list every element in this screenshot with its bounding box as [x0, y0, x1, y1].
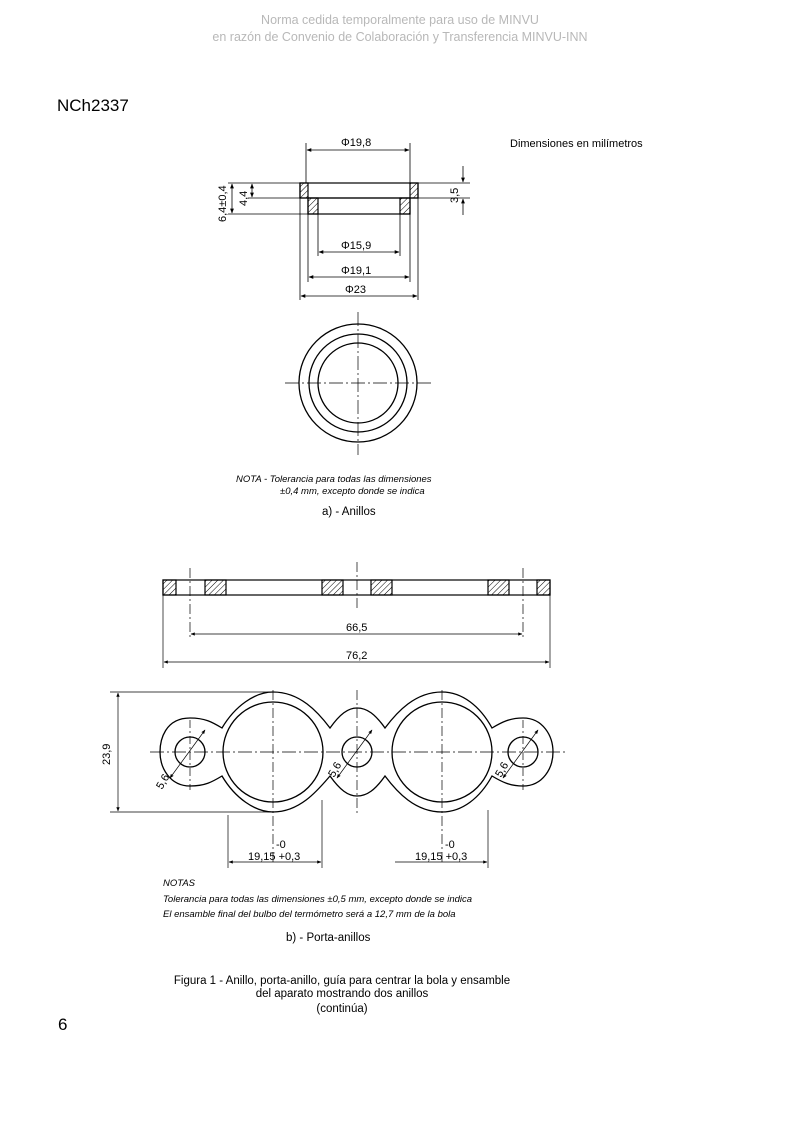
figure-caption-line-1: Figura 1 - Anillo, porta-anillo, guía pa… [174, 975, 510, 987]
holder-dim-hole-right: 5,6 [493, 760, 511, 779]
holder-note-line-1: Tolerancia para todas las dimensiones ±0… [163, 894, 472, 905]
ring-dim-top: Φ19,8 [341, 137, 371, 149]
figure-caption-line-2: del aparato mostrando dos anillos [256, 988, 429, 1000]
holder-notes-title: NOTAS [163, 878, 196, 889]
page-number: 6 [58, 1015, 68, 1034]
holder-pitch-right: 19,15 +0,3 [415, 851, 467, 863]
holder-dim-height: 23,9 [101, 744, 113, 765]
holder-dim-hole-left: 5,6 [154, 772, 172, 791]
holder-subcaption: b) - Porta-anillos [286, 932, 371, 944]
ring-section-view [299, 182, 419, 215]
holder-plan-centerlines [110, 690, 565, 868]
units-note: Dimensiones en milímetros [510, 138, 643, 150]
holder-tol-minus-right: -0 [445, 839, 455, 851]
standard-code: NCh2337 [57, 96, 129, 115]
ring-dim-right-height: 3,5 [449, 188, 461, 203]
ring-dim-outer: Φ23 [345, 284, 366, 296]
holder-dim-outer-span: 76,2 [346, 650, 367, 662]
holder-section-view [162, 579, 551, 596]
holder-dim-inner-span: 66,5 [346, 622, 367, 634]
ring-note-line-2: ±0,4 mm, excepto donde se indica [280, 486, 425, 497]
ring-dimension-lines [228, 143, 470, 300]
holder-note-line-2: El ensamble final del bulbo del termómet… [163, 909, 456, 920]
ring-dim-upper-height: 4,4 [238, 191, 250, 206]
ring-subcaption: a) - Anillos [322, 506, 376, 518]
holder-section-centerlines [162, 562, 551, 668]
holder-pitch-left: 19,15 +0,3 [248, 851, 300, 863]
watermark: Norma cedida temporalmente para uso de M… [0, 12, 800, 46]
ring-plan-view [285, 312, 433, 455]
ring-dim-inner: Φ15,9 [341, 240, 371, 252]
ring-note-line-1: NOTA - Tolerancia para todas las dimensi… [236, 474, 432, 485]
figure-caption-line-3: (continúa) [316, 1003, 367, 1015]
holder-tol-minus-left: -0 [276, 839, 286, 851]
ring-dim-total-height: 6,4±0,4 [217, 185, 229, 222]
watermark-line-2: en razón de Convenio de Colaboración y T… [212, 30, 588, 44]
watermark-line-1: Norma cedida temporalmente para uso de M… [261, 13, 539, 27]
ring-dim-mid: Φ19,1 [341, 265, 371, 277]
